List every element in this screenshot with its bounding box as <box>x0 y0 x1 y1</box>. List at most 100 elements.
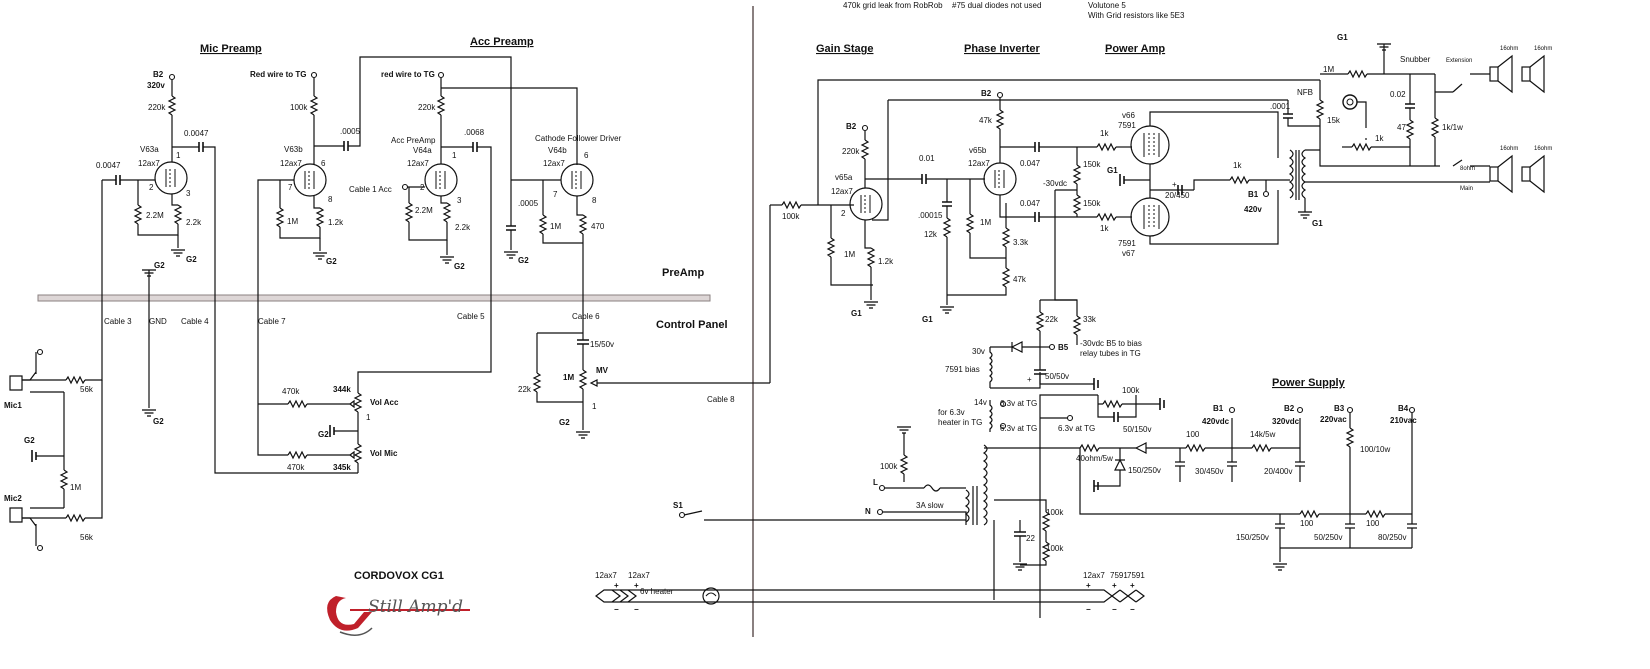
svg-text:16ohm: 16ohm <box>1500 146 1518 152</box>
svg-text:7591: 7591 <box>1127 571 1145 580</box>
svg-text:50/150v: 50/150v <box>1123 425 1151 434</box>
node-b2-mic: B2 <box>153 70 164 79</box>
tube-v65a-name: v65a <box>835 173 853 182</box>
tube-v64b-type: 12ax7 <box>543 159 565 168</box>
resistor-22k-mv <box>532 372 542 393</box>
svg-text:Cable 7: Cable 7 <box>258 317 286 326</box>
resistor-47k-pi <box>995 109 1005 130</box>
svg-text:0.02: 0.02 <box>1390 90 1406 99</box>
tube-v63a <box>154 161 188 195</box>
svg-text:8: 8 <box>592 196 597 205</box>
resistor-150k-b <box>1072 194 1082 215</box>
svg-text:6: 6 <box>584 151 589 160</box>
cap-0068 <box>472 142 478 152</box>
mic2-jack[interactable] <box>9 507 64 552</box>
resistor-3k3 <box>1001 227 1011 248</box>
svg-text:1k/1w: 1k/1w <box>1442 123 1463 132</box>
output-transformer-primary <box>1288 149 1294 199</box>
svg-text:G1: G1 <box>1107 166 1118 175</box>
svg-text:−: − <box>634 605 639 614</box>
note-grid-resistors: With Grid resistors like 5E3 <box>1088 11 1185 20</box>
svg-text:S1: S1 <box>673 501 683 510</box>
svg-text:47k: 47k <box>1013 275 1027 284</box>
resistor-150k-a <box>1072 164 1082 185</box>
svg-text:8ohm: 8ohm <box>1460 166 1475 172</box>
svg-text:7591 bias: 7591 bias <box>945 365 980 374</box>
resistor-220k-v64a <box>436 95 446 116</box>
svg-text:B2: B2 <box>1284 404 1295 413</box>
svg-text:470: 470 <box>591 222 605 231</box>
svg-text:1: 1 <box>592 402 597 411</box>
resistor-22k-bias <box>1035 311 1045 332</box>
svg-text:1M: 1M <box>550 222 561 231</box>
svg-text:Extension: Extension <box>1446 58 1472 64</box>
pa-ground <box>1119 174 1125 186</box>
svg-text:2.2k: 2.2k <box>455 223 471 232</box>
tube-v63a-name: V63a <box>140 145 159 154</box>
svg-text:6: 6 <box>321 159 326 168</box>
title: CORDOVOX CG1 <box>354 570 444 582</box>
svg-text:7591: 7591 <box>1110 571 1128 580</box>
svg-text:G1: G1 <box>1337 33 1348 42</box>
svg-text:Cable 8: Cable 8 <box>707 395 735 404</box>
svg-text:B1: B1 <box>1213 404 1224 413</box>
resistor-2m2-v64a <box>404 202 414 223</box>
pot-master-volume[interactable] <box>578 369 588 390</box>
svg-text:G2: G2 <box>154 261 165 270</box>
tube-v67 <box>1130 197 1170 237</box>
svg-text:1M: 1M <box>844 250 855 259</box>
resistor-1k2-gs <box>866 247 876 268</box>
svg-text:+: + <box>1112 581 1117 590</box>
tube-v67-type: 7591 <box>1118 239 1136 248</box>
svg-text:420v: 420v <box>1244 205 1262 214</box>
heading-power-supply: Power Supply <box>1272 377 1346 389</box>
svg-text:56k: 56k <box>80 533 94 542</box>
svg-text:22k: 22k <box>518 385 532 394</box>
resistor-40ohm <box>1079 443 1100 453</box>
svg-text:G2: G2 <box>24 436 35 445</box>
svg-text:14v: 14v <box>974 398 987 407</box>
svg-text:56k: 56k <box>80 385 94 394</box>
still-ampd-logo: Still Amp'd <box>327 596 470 636</box>
cap-30-450 <box>1227 418 1237 482</box>
label-320v: 320v <box>147 81 165 90</box>
svg-text:6.3v at TG: 6.3v at TG <box>1000 399 1037 408</box>
tube-v63b-type: 12ax7 <box>280 159 302 168</box>
resistor-1k-1w <box>1430 117 1440 138</box>
heater-indicator-lamp <box>702 587 720 605</box>
resistor-14k <box>1251 443 1272 453</box>
presence-switch[interactable] <box>1342 94 1358 110</box>
heater-string <box>595 589 1113 603</box>
svg-text:15k: 15k <box>1327 116 1341 125</box>
svg-text:.0005: .0005 <box>518 199 539 208</box>
tube-v65a <box>849 187 883 221</box>
diode-bias <box>1010 341 1023 353</box>
pot-vol-acc[interactable] <box>353 392 363 413</box>
svg-text:relay tubes in TG: relay tubes in TG <box>1080 349 1141 358</box>
svg-text:2: 2 <box>841 209 846 218</box>
tube-v66 <box>1130 125 1170 165</box>
svg-text:100k: 100k <box>1046 544 1064 553</box>
mic1-jack[interactable] <box>9 348 64 393</box>
svg-text:220k: 220k <box>842 147 860 156</box>
resistor-2m2-v63a <box>133 204 143 225</box>
svg-text:−: − <box>614 605 619 614</box>
svg-text:20/450: 20/450 <box>1165 191 1190 200</box>
svg-text:-30vdc B5 to bias: -30vdc B5 to bias <box>1080 339 1142 348</box>
note-diodes: #75 dual diodes not used <box>952 1 1041 10</box>
resistor-1m-fb <box>1347 69 1368 79</box>
switch-s1[interactable] <box>683 510 703 516</box>
svg-text:30/450v: 30/450v <box>1195 467 1223 476</box>
svg-text:150k: 150k <box>1083 160 1101 169</box>
svg-text:G2: G2 <box>518 256 529 265</box>
svg-text:100: 100 <box>1300 519 1314 528</box>
svg-text:12ax7: 12ax7 <box>1083 571 1105 580</box>
cap-50-150 <box>1113 412 1119 422</box>
speaker-extension-2 <box>1521 55 1545 93</box>
svg-text:1M: 1M <box>980 218 991 227</box>
pot-vol-mic[interactable] <box>353 443 363 464</box>
svg-text:14k/5w: 14k/5w <box>1250 430 1276 439</box>
svg-text:100: 100 <box>1186 430 1200 439</box>
heading-mic-preamp: Mic Preamp <box>200 43 262 55</box>
